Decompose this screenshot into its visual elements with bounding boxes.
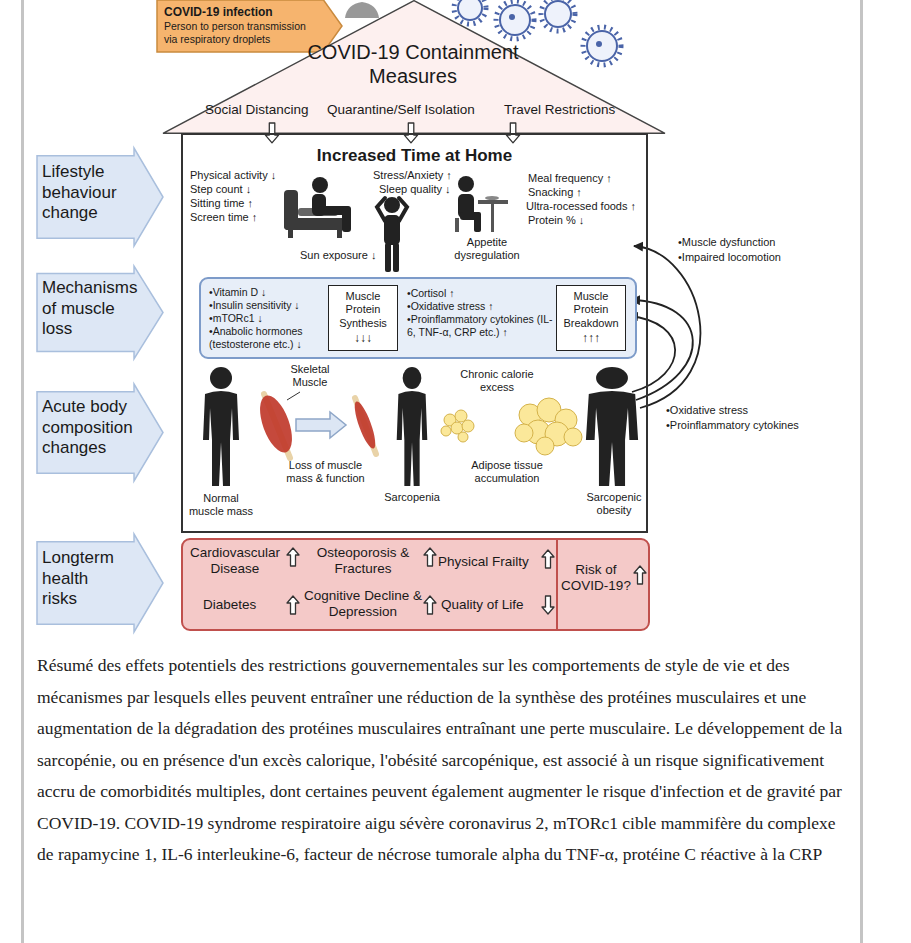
adipose-cells	[441, 398, 582, 455]
figure-label: Skeletal Muscle	[280, 363, 340, 390]
node-text: Increased Time at Home	[183, 146, 646, 167]
figure-label: •Proinflammatory cytokines	[666, 419, 811, 432]
shape-fill	[163, 1, 665, 134]
eating-person	[455, 176, 508, 232]
row-arrow: Acute body composition changes	[37, 384, 163, 481]
node-text: ↓↓↓	[330, 331, 396, 346]
figure-caption: Résumé des effets potentiels des restric…	[37, 650, 849, 871]
node-text: Quality of Life	[441, 597, 541, 613]
figure-label: Protein % ↓	[528, 214, 643, 227]
atrophied-muscle	[351, 398, 379, 454]
stressed-person	[377, 197, 407, 272]
shape-fill	[37, 384, 163, 481]
figure-label: Sun exposure ↓	[300, 249, 380, 262]
node-text: COVID-19 infection	[164, 5, 319, 20]
frame-border	[21, 0, 24, 943]
node-text: Acute body composition changes	[42, 397, 142, 459]
node-text: Lifestyle behaviour change	[42, 162, 132, 224]
node-text: Quarantine/Self Isolation	[327, 102, 497, 118]
node-text: Muscle Protein Synthesis	[330, 290, 396, 330]
person-icon	[345, 2, 379, 18]
transition-arrow	[296, 412, 346, 438]
figure-label: Meal frequency ↑	[528, 172, 643, 185]
node-text: Cognitive Decline & Depression	[302, 588, 424, 621]
node-text: Travel Restrictions	[504, 102, 634, 118]
feedback-arrows	[629, 246, 700, 408]
figure-label: Adipose tissue accumulation	[452, 459, 562, 486]
node-text: Person to person transmission via respir…	[164, 20, 319, 46]
frame-border	[860, 0, 863, 943]
node-text: Risk of COVID-19?	[559, 562, 633, 595]
figure-label: Sarcopenic obesity	[576, 491, 652, 518]
node-text: •Insulin sensitivity ↓	[209, 299, 325, 312]
node-text: Mechanisms of muscle loss	[42, 278, 144, 340]
human-figures	[203, 367, 638, 486]
node-text: •Cortisol ↑	[407, 287, 553, 300]
increase-arrow	[424, 548, 436, 566]
row-arrow: Longterm health risks	[37, 534, 163, 632]
figure-label: Screen time ↑	[190, 211, 300, 224]
mechanism-box: •Vitamin D ↓•Insulin sensitivity ↓•mTORc…	[199, 277, 637, 359]
node-text: ↑↑↑	[558, 331, 624, 346]
row-arrow: Mechanisms of muscle loss	[37, 266, 163, 359]
roof-band: COVID-19 Containment MeasuresSocial Dist…	[163, 0, 665, 134]
node-text: •Oxidative stress ↑	[407, 300, 553, 313]
figure-label: Ultra-rocessed foods ↑	[526, 200, 644, 213]
process-box: Muscle Protein Breakdown↑↑↑	[556, 285, 626, 351]
figure-label: Physical activity ↓	[190, 169, 300, 182]
node-text: Physical Frailty	[438, 554, 542, 570]
increase-arrow	[287, 548, 299, 566]
divider-line	[556, 538, 558, 631]
shape-fill	[37, 266, 163, 359]
node-text: •Proinflammatory cytokines (IL-6, TNF-α,…	[407, 313, 553, 339]
skeletal-muscle	[254, 391, 300, 458]
shape-fill	[37, 148, 163, 246]
shape-fill	[37, 534, 163, 632]
figure-label: •Oxidative stress	[666, 404, 786, 417]
node-text: •Anabolic hormones (testosterone etc.) ↓	[209, 325, 325, 351]
decrease-arrow	[542, 596, 554, 614]
figure-label: Appetite dysregulation	[447, 236, 527, 263]
figure-label: Sleep quality ↓	[379, 183, 479, 196]
increase-arrow	[542, 550, 554, 568]
figure-label: Sarcopenia	[372, 491, 452, 504]
node-text: •Vitamin D ↓	[209, 286, 325, 299]
figure-label: Loss of muscle mass & function	[278, 459, 373, 486]
figure-label: •Muscle dysfunction	[678, 236, 803, 249]
figure-label: Chronic calorie excess	[459, 368, 535, 395]
figure-label: Normal muscle mass	[187, 492, 255, 519]
node-text: •mTORc1 ↓	[209, 312, 325, 325]
process-box: Muscle Protein Synthesis↓↓↓	[328, 285, 398, 351]
node-text: Longterm health risks	[42, 548, 126, 610]
node-text: Diabetes	[203, 597, 283, 613]
risk-band: Cardiovascular Disease Osteoporosis & Fra…	[181, 538, 650, 631]
row-arrow: Lifestyle behaviour change	[37, 148, 163, 246]
increase-arrow	[287, 596, 299, 614]
increase-arrow	[634, 566, 646, 584]
figure-label: Snacking ↑	[528, 186, 643, 199]
increase-arrow	[424, 596, 436, 614]
node-text: Osteoporosis & Fractures	[313, 545, 413, 578]
sitting-person	[284, 177, 351, 238]
figure-label: Sitting time ↑	[190, 197, 300, 210]
figure-label: Step count ↓	[190, 183, 300, 196]
node-text: COVID-19 Containment Measures	[297, 40, 529, 89]
node-text: Social Distancing	[205, 102, 327, 118]
node-text: Muscle Protein Breakdown	[558, 290, 624, 330]
node-text: Cardiovascular Disease	[185, 545, 285, 578]
figure-label: Stress/Anxiety ↑	[373, 169, 473, 182]
figure-label: •Impaired locomotion	[678, 251, 803, 264]
